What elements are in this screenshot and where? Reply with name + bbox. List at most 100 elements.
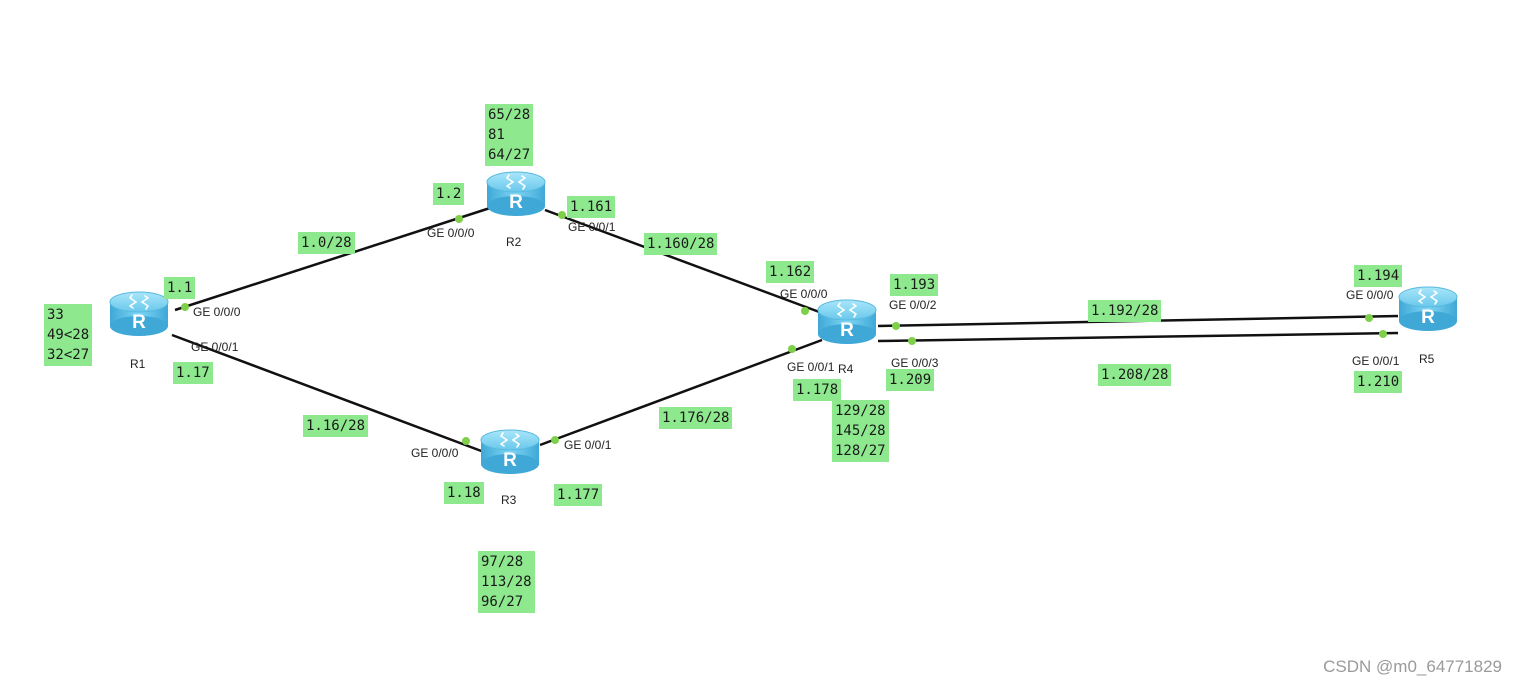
link-r2-r4 xyxy=(544,208,823,315)
subnet-r1-r2: 1.0/28 xyxy=(298,232,355,254)
iface-r3-g0: GE 0/0/0 xyxy=(411,446,459,460)
port-r1-g0 xyxy=(181,303,189,311)
router-glyph-part: R xyxy=(132,312,146,333)
port-r4-g3 xyxy=(908,337,916,345)
subnet-r2-r4: 1.160/28 xyxy=(644,233,718,255)
port-r2-g1 xyxy=(558,211,566,219)
router-glyph-part xyxy=(818,324,876,344)
router-glyph-part xyxy=(512,439,520,448)
router-name-r4: R4 xyxy=(838,362,854,376)
addr-r2-g0: 1.2 xyxy=(433,183,465,205)
router-glyph-part xyxy=(109,291,169,313)
port-r4-g1 xyxy=(788,345,796,353)
port-r3-g1 xyxy=(551,436,559,444)
addr-r3-g0: 1.18 xyxy=(444,482,484,504)
iface-r3-g1: GE 0/0/1 xyxy=(564,438,612,452)
subnet-r4-r5-b: 1.208/28 xyxy=(1098,364,1172,386)
router-glyph-part xyxy=(486,171,546,193)
router-glyph-part xyxy=(837,302,857,318)
link-r4-r5-b xyxy=(877,331,1399,343)
addr-r4-g2: 1.193 xyxy=(890,274,939,296)
loopbacks-r2: 65/28 81 64/27 xyxy=(485,104,534,166)
router-glyph-part xyxy=(481,454,539,474)
router-glyph-part xyxy=(1430,290,1438,298)
router-r1-icon[interactable]: R xyxy=(108,290,170,338)
router-name-r2: R2 xyxy=(506,235,522,249)
subnet-r3-r4: 1.176/28 xyxy=(659,407,733,429)
port-r3-g0 xyxy=(462,437,470,445)
router-glyph-part: R xyxy=(840,320,854,341)
iface-r5-g0: GE 0/0/0 xyxy=(1346,288,1394,302)
router-glyph-part: R xyxy=(1421,307,1435,328)
router-glyph-part xyxy=(129,294,149,310)
addr-r4-g1: 1.178 xyxy=(793,379,842,401)
port-r4-g2 xyxy=(892,322,900,330)
router-r3-icon[interactable]: R xyxy=(479,428,541,476)
addr-r1-g0: 1.1 xyxy=(164,277,196,299)
link-r1-r2 xyxy=(174,206,491,312)
iface-r4-g3: GE 0/0/3 xyxy=(891,356,939,370)
router-glyph-part xyxy=(849,309,857,318)
iface-r5-g1: GE 0/0/1 xyxy=(1352,354,1400,368)
router-glyph-part xyxy=(1399,311,1457,331)
router-glyph-part xyxy=(837,309,845,317)
router-glyph-part xyxy=(506,181,514,189)
router-glyph-part xyxy=(518,175,526,183)
port-r5-g0 xyxy=(1365,314,1373,322)
port-r5-g1 xyxy=(1379,330,1387,338)
addr-r5-g1: 1.210 xyxy=(1354,371,1403,393)
iface-r2-g1: GE 0/0/1 xyxy=(568,220,616,234)
port-r4-g0 xyxy=(801,307,809,315)
router-glyph-part xyxy=(837,302,845,311)
port-r2-g0 xyxy=(455,215,463,223)
router-glyph-part xyxy=(518,181,526,190)
iface-r1-g0: GE 0/0/0 xyxy=(193,305,241,319)
router-glyph-part: R xyxy=(509,192,523,213)
link-r1-r3 xyxy=(171,333,485,454)
loopbacks-r4: 129/28 145/28 128/27 xyxy=(832,400,889,462)
iface-r4-g2: GE 0/0/2 xyxy=(889,298,937,312)
router-glyph-part xyxy=(480,429,540,451)
router-glyph-part xyxy=(500,432,520,448)
link-r3-r4 xyxy=(539,338,823,447)
router-glyph-part xyxy=(500,439,508,447)
router-glyph-part xyxy=(141,301,149,310)
subnet-r4-r5-a: 1.192/28 xyxy=(1088,300,1162,322)
router-name-r1: R1 xyxy=(130,357,146,371)
iface-r2-g0: GE 0/0/0 xyxy=(427,226,475,240)
router-glyph-part xyxy=(817,299,877,321)
addr-r4-g0: 1.162 xyxy=(766,261,815,283)
loopbacks-r1: 33 49<28 32<27 xyxy=(44,304,93,366)
addr-r1-g1: 1.17 xyxy=(173,362,213,384)
router-r5-icon[interactable]: R xyxy=(1397,285,1459,333)
router-glyph-part xyxy=(487,196,545,216)
iface-r1-g1: GE 0/0/1 xyxy=(191,340,239,354)
router-r4-icon[interactable]: R xyxy=(816,298,878,346)
router-name-r3: R3 xyxy=(501,493,517,507)
router-glyph-part xyxy=(1418,289,1438,305)
addr-r3-g1: 1.177 xyxy=(554,484,603,506)
watermark: CSDN @m0_64771829 xyxy=(1323,657,1502,676)
router-glyph-part xyxy=(500,432,508,441)
addr-r2-g1: 1.161 xyxy=(567,196,616,218)
router-glyph-part xyxy=(506,174,514,183)
router-glyph-part xyxy=(129,294,137,303)
router-glyph-part xyxy=(1430,296,1438,305)
router-glyph-part xyxy=(141,295,149,303)
iface-r4-g1: GE 0/0/1 xyxy=(787,360,835,374)
addr-r4-g3: 1.209 xyxy=(886,369,935,391)
router-r2-icon[interactable]: R xyxy=(485,170,547,218)
router-glyph-part xyxy=(1418,289,1426,298)
router-glyph-part xyxy=(506,174,526,190)
router-glyph-part: R xyxy=(503,450,517,471)
addr-r5-g0: 1.194 xyxy=(1354,265,1403,287)
subnet-r1-r3: 1.16/28 xyxy=(303,415,369,437)
router-name-r5: R5 xyxy=(1419,352,1435,366)
router-glyph-part xyxy=(110,316,168,336)
router-glyph-part xyxy=(1398,286,1458,308)
router-glyph-part xyxy=(512,433,520,441)
loopbacks-r3: 97/28 113/28 96/27 xyxy=(478,551,535,613)
router-glyph-part xyxy=(129,301,137,309)
iface-r4-g0: GE 0/0/0 xyxy=(780,287,828,301)
router-glyph-part xyxy=(849,303,857,311)
